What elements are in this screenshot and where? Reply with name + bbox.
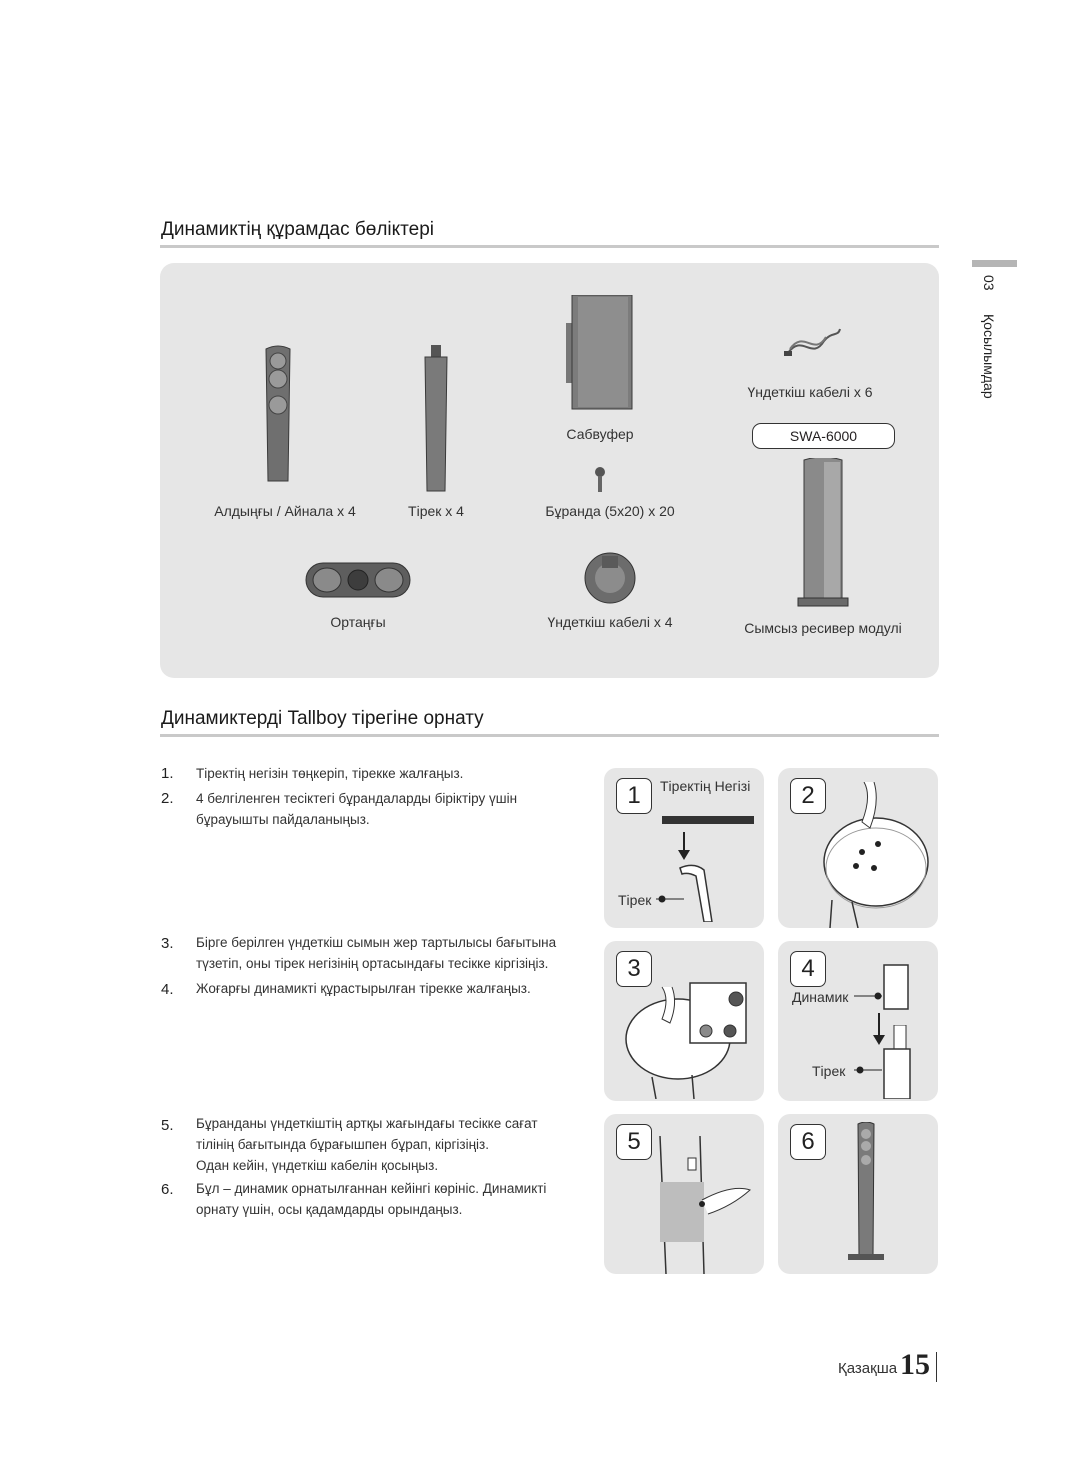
subwoofer-image [566, 295, 633, 410]
rear-screw-illustration [659, 1135, 751, 1274]
step-number: 6. [161, 1181, 174, 1198]
assembled-speaker-illustration [848, 1122, 884, 1260]
caption-speaker-cable-6: Үндеткіш кабелі x 6 [747, 384, 873, 400]
step-number: 3. [161, 935, 174, 952]
speaker-cable-image [784, 328, 841, 356]
caption-screw: Бұранда (5x20) x 20 [545, 503, 675, 519]
wireless-module-image [797, 458, 849, 607]
step-number: 1. [161, 765, 174, 782]
figure-1: 1 Тіректің Негізі Тірек [604, 768, 764, 928]
figure-badge: 3 [616, 951, 652, 987]
section-rule [160, 245, 939, 248]
caption-wireless-module: Сымсыз ресивер модулі [744, 620, 902, 636]
down-arrow-icon [873, 1013, 885, 1045]
label-stand-base: Тіректің Негізі [660, 778, 751, 794]
step-text: Жоғарғы динамикті құрастырылған тірекке … [196, 981, 531, 996]
footer-divider [936, 1352, 937, 1382]
step-number: 4. [161, 981, 174, 998]
stand-top-illustration [883, 1025, 911, 1099]
stand-base-image [584, 552, 636, 604]
caption-stand: Тірек x 4 [408, 503, 464, 519]
chapter-number: 03 [981, 275, 997, 291]
caption-speaker-cable-4: Үндеткіш кабелі x 4 [547, 614, 673, 630]
figure-badge: 4 [790, 951, 826, 987]
figure-6: 6 [778, 1114, 938, 1274]
caption-front-surround: Алдыңғы / Айнала x 4 [214, 503, 356, 519]
figure-badge: 1 [616, 778, 652, 814]
footer-language: Қазақша [838, 1360, 898, 1377]
step-text: Бірге берілген үндеткіш сымын жер тартыл… [196, 935, 557, 971]
center-speaker-image [305, 562, 411, 598]
caption-subwoofer: Сабвуфер [566, 426, 634, 442]
components-panel: Сабвуфер Үндеткіш кабелі x 6 SWA-6000 Ал… [160, 263, 939, 678]
figure-3: 3 [604, 941, 764, 1101]
speaker-top-illustration [883, 964, 909, 1010]
figure-2: 2 [778, 768, 938, 928]
label-stand: Тірек [618, 892, 652, 908]
model-badge: SWA-6000 [752, 423, 895, 449]
step-text: Тіректің негізін төңкеріп, тірекке жалға… [196, 766, 464, 781]
pointer-dot [854, 992, 882, 1000]
chapter-label: Қосылымдар [981, 314, 997, 399]
step-number: 5. [161, 1117, 174, 1134]
step-text: 4 белгіленген тесіктегі бұрандаларды бір… [196, 791, 518, 827]
figure-badge: 5 [616, 1124, 652, 1160]
figure-badge: 6 [790, 1124, 826, 1160]
pointer-dot [656, 895, 684, 903]
section-title-install: Динамиктерді Tallboy тірегіне орнату [161, 708, 484, 729]
section-rule [160, 734, 939, 737]
figure-4: 4 Динамик Тірек [778, 941, 938, 1101]
chapter-tab-bar [972, 260, 1017, 267]
stand-image [424, 345, 448, 492]
label-stand: Тірек [812, 1063, 846, 1079]
figure-5: 5 [604, 1114, 764, 1274]
front-speaker-image [265, 345, 291, 482]
caption-center: Ортаңғы [330, 614, 386, 630]
page-number: 15 [900, 1348, 930, 1381]
step-text: Бұранданы үндеткіштің артқы жағындағы те… [196, 1116, 538, 1173]
label-speaker: Динамик [792, 989, 849, 1005]
screw-base-illustration [823, 782, 929, 928]
screw-image [595, 467, 605, 492]
section-title-components: Динамиктің құрамдас бөліктері [161, 219, 435, 240]
figure-badge: 2 [790, 778, 826, 814]
pointer-dot [854, 1066, 882, 1074]
step-text: Бұл – динамик орнатылғаннан кейінгі көрі… [196, 1181, 547, 1217]
cable-insert-illustration [625, 982, 747, 1099]
step-number: 2. [161, 790, 174, 807]
base-mount-illustration [662, 816, 754, 922]
